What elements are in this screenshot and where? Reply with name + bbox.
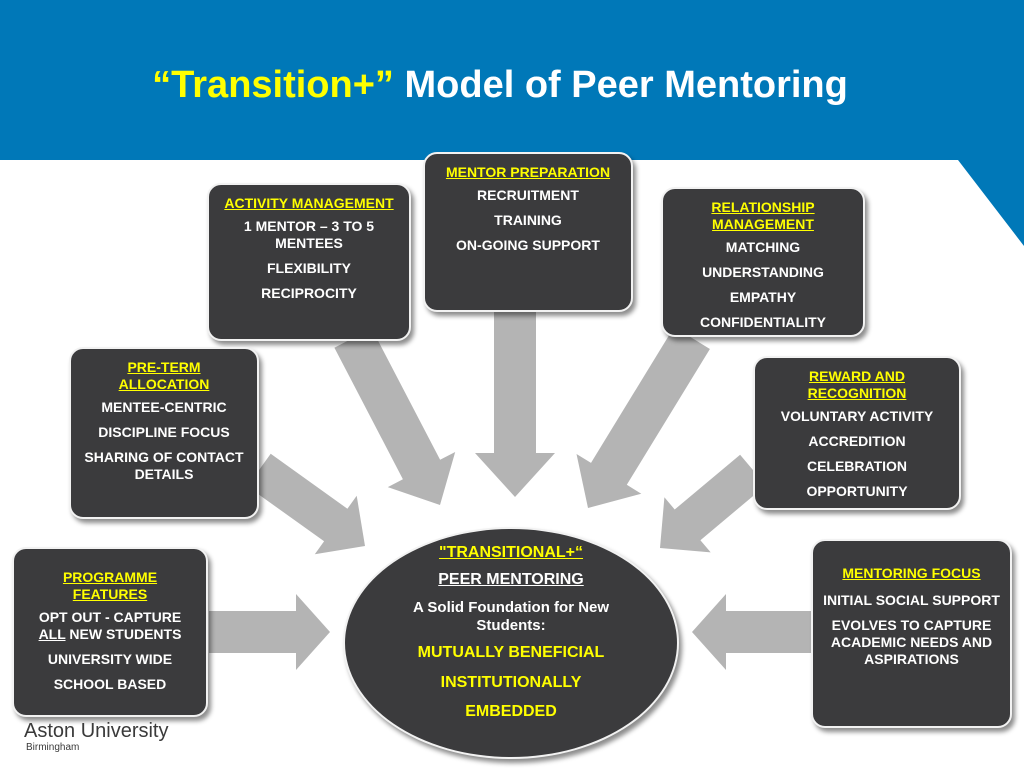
preterm-line-2: DISCIPLINE FOCUS [98, 424, 230, 441]
central-ellipse: "TRANSITIONAL+“ PEER MENTORING A Solid F… [343, 527, 679, 759]
relationship-management-box: RELATIONSHIP MANAGEMENT MATCHING UNDERST… [661, 187, 865, 337]
center-tagline: A Solid Foundation for New Students: [412, 599, 610, 635]
arrow-from-activity [334, 328, 456, 505]
reward-line-3: CELEBRATION [806, 458, 908, 475]
mentor-prep-line-1: RECRUITMENT [477, 187, 579, 204]
relationship-line-4: CONFIDENTIALITY [700, 314, 826, 331]
activity-line-3: RECIPROCITY [261, 285, 357, 302]
pre-term-allocation-heading: PRE-TERM ALLOCATION [118, 359, 210, 393]
title-accent: “Transition+” [152, 64, 394, 106]
arrow-from-programme [209, 594, 330, 670]
focus-line-1: INITIAL SOCIAL SUPPORT [823, 592, 1000, 609]
reward-line-2: ACCREDITION [808, 433, 906, 450]
activity-management-heading: ACTIVITY MANAGEMENT [224, 195, 394, 211]
relationship-line-2: UNDERSTANDING [702, 264, 824, 281]
programme-line-1-pre: OPT OUT - CAPTURE [38, 609, 182, 626]
reward-recognition-box: REWARD AND RECOGNITION VOLUNTARY ACTIVIT… [753, 356, 961, 510]
header-banner [0, 0, 1024, 246]
arrow-from-focus [692, 594, 811, 670]
aston-university-logo: Aston University Birmingham [24, 720, 169, 754]
programme-line-1: OPT OUT - CAPTURE ALL NEW STUDENTS [24, 609, 196, 643]
mentor-prep-line-3: ON-GOING SUPPORT [456, 237, 600, 254]
activity-line-2: FLEXIBILITY [267, 260, 351, 277]
programme-features-box: PROGRAMME FEATURES OPT OUT - CAPTURE ALL… [12, 547, 208, 717]
mentoring-focus-box: MENTORING FOCUS INITIAL SOCIAL SUPPORT E… [811, 539, 1012, 728]
programme-features-heading: PROGRAMME FEATURES [62, 569, 158, 603]
logo-city: Birmingham [26, 742, 80, 753]
mentor-preparation-heading: MENTOR PREPARATION [445, 164, 611, 180]
center-subheading: PEER MENTORING [438, 571, 584, 589]
center-line-1: MUTUALLY BENEFICIAL [417, 644, 605, 662]
relationship-line-3: EMPATHY [729, 289, 797, 306]
programme-line-1-underlined: ALL [38, 626, 66, 643]
programme-line-2: UNIVERSITY WIDE [47, 651, 173, 668]
mentor-prep-line-2: TRAINING [494, 212, 562, 229]
relationship-management-heading: RELATIONSHIP MANAGEMENT [711, 199, 815, 233]
reward-recognition-heading: REWARD AND RECOGNITION [807, 368, 907, 402]
preterm-line-3: SHARING OF CONTACT DETAILS [84, 449, 244, 483]
page-title: “Transition+” Model of Peer Mentoring [0, 64, 1000, 107]
center-line-2: INSTITUTIONALLY [440, 673, 582, 691]
programme-line-3: SCHOOL BASED [53, 676, 167, 693]
reward-line-4: OPPORTUNITY [806, 483, 908, 500]
programme-line-1-post: NEW STUDENTS [65, 626, 182, 643]
activity-management-box: ACTIVITY MANAGEMENT 1 MENTOR – 3 TO 5 ME… [207, 183, 411, 341]
reward-line-1: VOLUNTARY ACTIVITY [780, 408, 934, 425]
arrow-from-reward [660, 454, 766, 553]
title-rest: Model of Peer Mentoring [393, 64, 848, 106]
center-heading: "TRANSITIONAL+“ [438, 544, 584, 561]
center-line-3: EMBEDDED [465, 702, 557, 720]
focus-line-2: EVOLVES TO CAPTURE ACADEMIC NEEDS AND AS… [830, 617, 993, 668]
pre-term-allocation-box: PRE-TERM ALLOCATION MENTEE-CENTRIC DISCI… [69, 347, 259, 519]
preterm-line-1: MENTEE-CENTRIC [101, 399, 227, 416]
activity-line-1: 1 MENTOR – 3 TO 5 MENTEES [243, 218, 375, 252]
arrow-from-relationship [576, 327, 710, 508]
arrow-from-preterm [247, 453, 365, 555]
mentor-preparation-box: MENTOR PREPARATION RECRUITMENT TRAINING … [423, 152, 633, 312]
mentoring-focus-heading: MENTORING FOCUS [842, 565, 981, 581]
arrow-from-mentor-prep [475, 310, 555, 497]
relationship-line-1: MATCHING [725, 239, 801, 256]
logo-name: Aston University [24, 720, 169, 742]
